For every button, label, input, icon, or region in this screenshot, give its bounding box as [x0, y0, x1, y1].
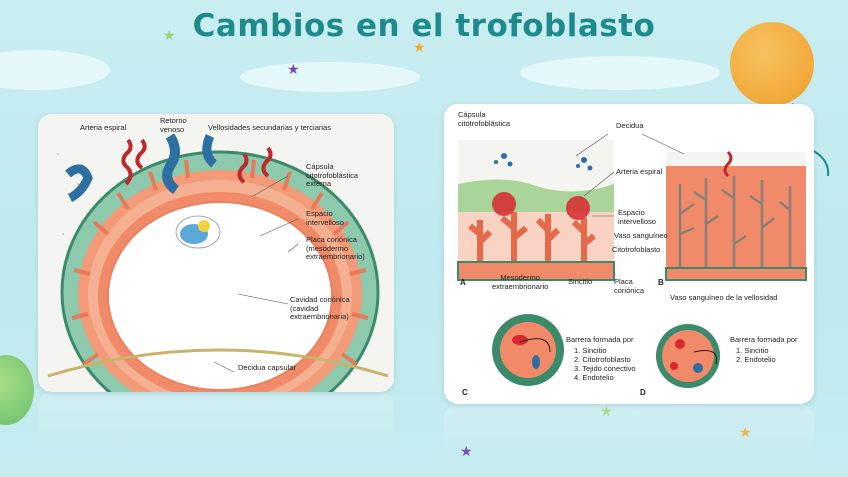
page-title: Cambios en el trofoblasto	[192, 8, 656, 44]
label-placa-corionica: Placa coriónica (mesodermo extraembriona…	[306, 235, 365, 261]
star-icon: ★	[739, 424, 752, 440]
left-panel-reflection	[38, 392, 394, 452]
label-vellosidades: Vellosidades secundarias y terciarias	[208, 123, 331, 132]
label-cavidad-corionica: Cavidad coriónica (cavidad extraembriona…	[290, 295, 350, 321]
balloon-icon	[730, 22, 814, 106]
green-circle-decoration	[0, 355, 34, 425]
label-retorno-venoso: Retorno venoso	[160, 116, 187, 134]
label-espacio-intervelloso: Espacio intervelloso	[306, 209, 344, 227]
star-icon: ★	[163, 27, 176, 43]
star-icon: ★	[413, 39, 426, 55]
label-mesodermo: Mesodermo extraembrionario	[492, 273, 549, 291]
star-icon: ★	[287, 61, 300, 77]
barrier-d-list: 1. Sincitio 2. Endotelio	[736, 346, 776, 364]
cloud-mid	[240, 62, 420, 92]
label-capsula-externa: Cápsula citotrofoblástica externa	[306, 162, 359, 188]
letter-a: A	[460, 278, 466, 287]
barrier-d-heading: Barrera formada por	[730, 335, 798, 344]
barrier-c-list: 1. Sincitio 2. Citotrofoblasto 3. Tejido…	[574, 346, 636, 382]
barrier-c-heading: Barrera formada por	[566, 335, 634, 344]
label-arteria-espiral-right: Arteria espiral	[616, 167, 663, 176]
label-espacio-intervelloso-right: Espacio intervelloso	[618, 208, 656, 226]
label-citotrofoblasto: Citotrofoblasto	[612, 245, 661, 254]
list-item: 1. Sincitio	[736, 346, 769, 355]
list-item: 2. Citotrofoblasto	[574, 355, 631, 364]
cloud-left	[0, 50, 110, 90]
letter-b: B	[658, 278, 664, 287]
right-diagram-panel: Cápsula citotrofoblástica Decidua Arteri…	[444, 104, 814, 404]
left-diagram-panel: Arteria espiral Retorno venoso Vellosida…	[38, 114, 394, 392]
cloud-right	[520, 56, 720, 90]
label-capsula-citotrofoblastica: Cápsula citotrofoblástica	[458, 110, 511, 128]
list-item: 2. Endotelio	[736, 355, 776, 364]
list-item: 3. Tejido conectivo	[574, 364, 636, 373]
label-vaso-vellosidad: Vaso sanguíneo de la vellosidad	[670, 293, 778, 302]
label-vaso-sanguineo: Vaso sanguíneo	[614, 231, 668, 240]
label-decidua-capsular: Decidua capsular	[238, 363, 296, 372]
list-item: 1. Sincitio	[574, 346, 607, 355]
chorionic-sac-illustration	[38, 114, 394, 392]
label-placa-corionica-right: Placa coriónica	[614, 277, 645, 295]
label-arteria-espiral: Arteria espiral	[80, 123, 127, 132]
label-decidua: Decidua	[616, 121, 644, 130]
right-panel-reflection	[444, 404, 814, 464]
letter-d: D	[640, 388, 646, 397]
label-sincitio: Sincitio	[568, 277, 593, 286]
star-icon: ★	[600, 403, 613, 419]
letter-c: C	[462, 388, 468, 397]
list-item: 4. Endotelio	[574, 373, 614, 382]
villi-illustration	[457, 133, 807, 388]
star-icon: ★	[460, 443, 473, 459]
